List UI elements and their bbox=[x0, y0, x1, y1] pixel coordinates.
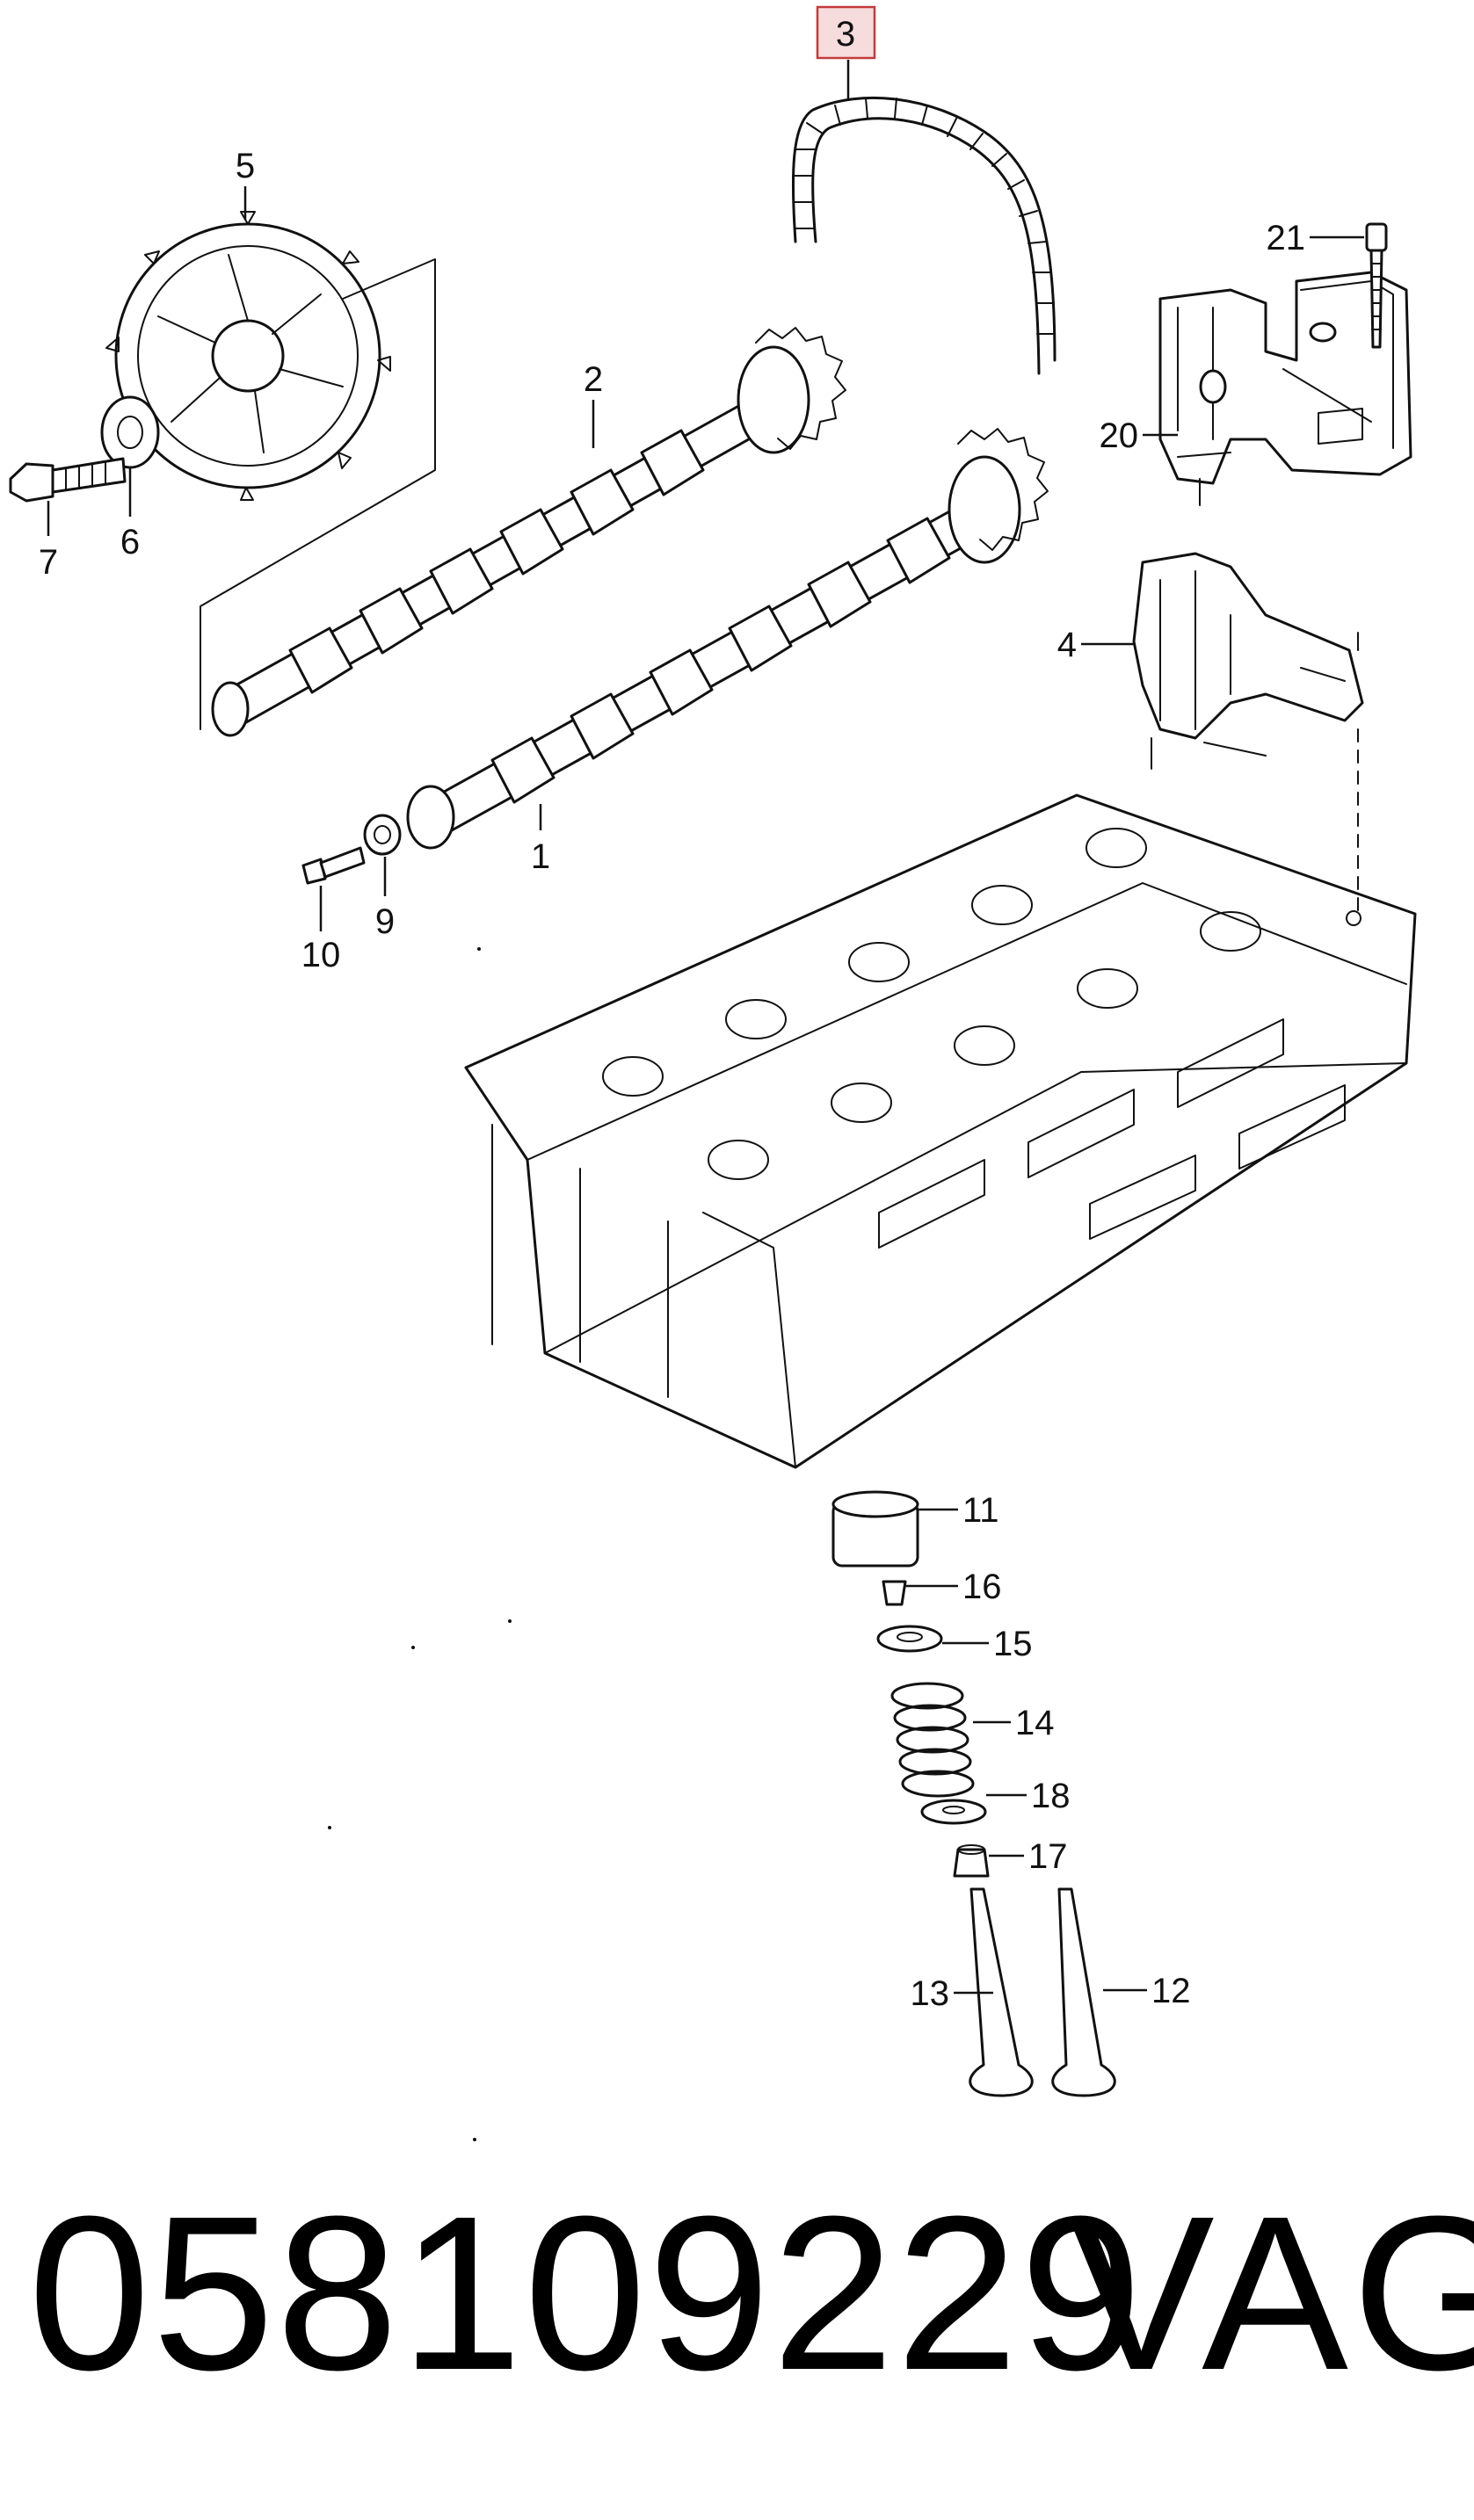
exhaust-valve bbox=[969, 1887, 1034, 2097]
scan-specks bbox=[328, 947, 512, 2141]
callout-9: 9 bbox=[375, 902, 395, 941]
callout-11: 11 bbox=[962, 1491, 999, 1530]
cylinder-head bbox=[464, 793, 1417, 1469]
callout-2: 2 bbox=[584, 360, 603, 399]
callout-10: 10 bbox=[301, 936, 341, 974]
callout-3: 3 bbox=[836, 15, 855, 54]
callout-13: 13 bbox=[911, 1974, 950, 2013]
chain-tensioner bbox=[1158, 271, 1412, 506]
leader-lines bbox=[47, 60, 1364, 1995]
callout-14: 14 bbox=[1015, 1704, 1055, 1742]
callout-6: 6 bbox=[120, 523, 140, 561]
callout-17: 17 bbox=[1028, 1837, 1068, 1876]
assembly-outline bbox=[200, 258, 436, 730]
callout-4: 4 bbox=[1057, 626, 1077, 664]
callout-21: 21 bbox=[1267, 219, 1306, 257]
valve-stem-seal bbox=[953, 1844, 990, 1878]
spring-seat bbox=[920, 1799, 987, 1825]
intake-valve bbox=[1051, 1887, 1116, 2097]
callout-5: 5 bbox=[236, 147, 255, 185]
sprocket-washer bbox=[100, 395, 160, 469]
timing-chain bbox=[791, 96, 1056, 375]
callout-12: 12 bbox=[1151, 1972, 1191, 2010]
tensioner-bolt bbox=[1365, 222, 1388, 349]
callout-15: 15 bbox=[993, 1625, 1033, 1663]
part-number-text: 058109229 bbox=[28, 2170, 1144, 2415]
valve-collet bbox=[882, 1580, 907, 1606]
camshaft-sprocket bbox=[105, 211, 391, 501]
camshaft-washer bbox=[363, 814, 402, 856]
callout-20: 20 bbox=[1100, 416, 1139, 455]
callout-16: 16 bbox=[962, 1568, 1002, 1606]
callout-1: 1 bbox=[531, 837, 550, 876]
hydraulic-lifter bbox=[831, 1490, 919, 1568]
camshaft-bolt bbox=[301, 846, 366, 885]
callout-18: 18 bbox=[1031, 1777, 1071, 1815]
highlight-box-3 bbox=[816, 5, 876, 60]
callout-7: 7 bbox=[39, 543, 58, 582]
valve-spring bbox=[890, 1682, 975, 1798]
sprocket-bolt bbox=[9, 457, 127, 503]
camshaft-lower bbox=[406, 428, 1049, 850]
camshaft-upper bbox=[211, 327, 846, 737]
brand-text: VAG bbox=[1068, 2170, 1474, 2415]
valve-spring-retainer bbox=[876, 1625, 943, 1653]
tensioner-bracket bbox=[1132, 552, 1364, 770]
